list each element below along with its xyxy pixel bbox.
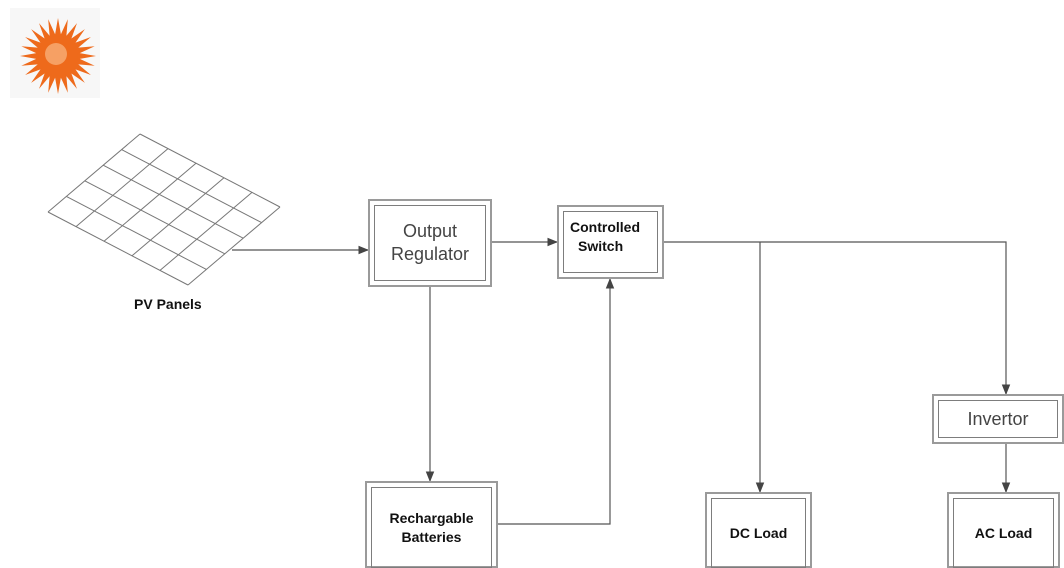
panel-grid-line <box>121 149 262 224</box>
controlled-switch-block: Controlled Switch <box>557 205 664 279</box>
output-regulator-line2: Regulator <box>390 244 470 264</box>
output-regulator-block: Output Regulator <box>368 199 492 287</box>
panel-grid-line <box>187 206 281 286</box>
panel-grid-line <box>66 195 207 270</box>
invertor-block: Invertor <box>932 394 1064 444</box>
controlled-switch-line1: Controlled <box>570 219 640 235</box>
rechargable-batteries-line1: Rechargable <box>389 509 474 526</box>
sun-icon <box>20 18 96 94</box>
panel-grid-line <box>131 177 225 257</box>
panel-grid-line <box>47 211 189 286</box>
wire-switch-to-invertor <box>664 241 1011 396</box>
panel-grid-line <box>84 180 226 255</box>
logo-tile <box>10 8 100 98</box>
output-regulator-line1: Output <box>402 221 458 241</box>
ac-load-block: AC Load <box>947 492 1060 568</box>
panel-grid-line <box>103 162 197 242</box>
panel-grid-line <box>102 164 244 239</box>
controlled-switch-line2: Switch <box>578 238 624 254</box>
dc-load-block: DC Load <box>705 492 812 568</box>
rechargable-batteries-line2: Batteries <box>401 528 462 545</box>
dc-load-label: DC Load <box>729 524 788 541</box>
wire-batteries-to-switch <box>498 277 615 525</box>
panel-grid-line <box>139 133 281 208</box>
panel-grid-line <box>75 148 169 227</box>
invertor-label: Invertor <box>967 408 1029 429</box>
pv-panel-grid <box>47 133 281 286</box>
ac-load-label: AC Load <box>974 524 1033 541</box>
pv-panels-label: PV Panels <box>134 296 202 312</box>
rechargable-batteries-block: Rechargable Batteries <box>365 481 498 568</box>
panel-grid-line <box>47 133 141 213</box>
panel-grid-line <box>159 192 253 271</box>
